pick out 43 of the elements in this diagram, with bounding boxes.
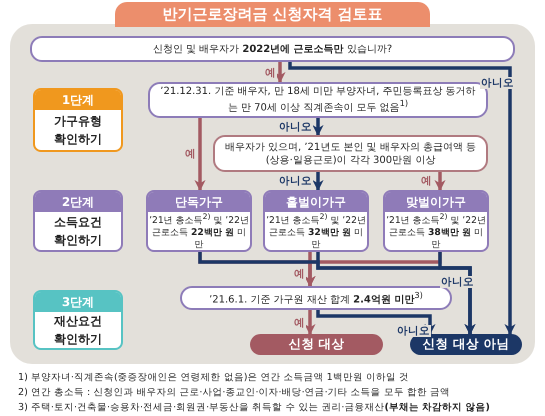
edge-label: 예 [293,317,306,329]
edge-label: 아니오 [278,121,313,133]
edge-label: 아니오 [440,276,475,288]
edge-label: 아니오 [480,77,515,89]
household-box [383,190,489,252]
question-box: 신청인 및 배우자가 2022년에 근로소득만 있습니까? [30,36,515,62]
step-box [33,290,123,350]
edge-label: 예 [184,148,197,160]
title-banner: 반기근로장려금 신청자격 검토표 [115,2,430,27]
step-description: 재산요건 확인하기 [53,313,103,348]
household-heading: 홑벌이가구 [265,192,367,212]
step-box [33,190,123,252]
arrow [312,172,324,192]
edge-label: 예 [420,175,433,187]
result-box: 신청 대상 [250,334,383,355]
arrow [438,252,476,336]
income-condition: ’21년 총소득$^{2)}$ 및 ’22년 근로소득 38백만 원 미만 [385,212,487,250]
household-box [146,190,252,252]
step-description: 소득요건 확인하기 [53,214,103,249]
edge-label: 아니오 [396,325,431,337]
footnote: 3) 주택·토지·건축물·승용차·전세금·회원권·부동산을 취득할 수 있는 권리·금융재산(부채는 차감하지 않음) [18,401,490,414]
household-heading: 맞벌이가구 [385,192,487,212]
arrow [434,172,446,192]
edge-label: 예 [264,67,277,79]
arrow [194,118,206,192]
step-description: 가구유형 확인하기 [53,113,103,148]
arrow [312,118,324,136]
arrow [288,62,516,336]
edge-label: 예 [293,268,306,280]
step-heading: 3단계 [35,292,121,312]
step-heading: 2단계 [35,192,121,212]
income-condition: ’21년 총소득$^{2)}$ 및 ’22년 근로소득 22백만 원 미만 [148,212,250,250]
edge-label: 아니오 [278,175,313,187]
footnote: 2) 연간 총소득 : 신청인과 배우자의 근로·사업·종교인·이자·배당·연금·기타 소득을 모두 합한 금액 [18,386,450,399]
arrow [304,310,316,336]
household-heading: 단독가구 [148,192,250,212]
step-box [33,88,123,152]
question-box: 배우자가 있으며, ’21년도 본인 및 배우자의 총급여액 등(상용·일용근로)이 각각 300만원 이상 [213,135,488,172]
income-condition: ’21년 총소득$^{2)}$ 및 ’22년 근로소득 32백만 원 미만 [265,212,367,250]
question-box: ’21.6.1. 기준 가구원 재산 합계 2.4억원 미만$^{3)}$ [180,286,452,310]
step-heading: 1단계 [35,90,121,110]
household-box [263,190,369,252]
footnote: 1) 부양자녀·직계존속(중증장애인은 연령제한 없음)은 연간 소득금액 1백만원 이하일 것 [18,371,409,384]
